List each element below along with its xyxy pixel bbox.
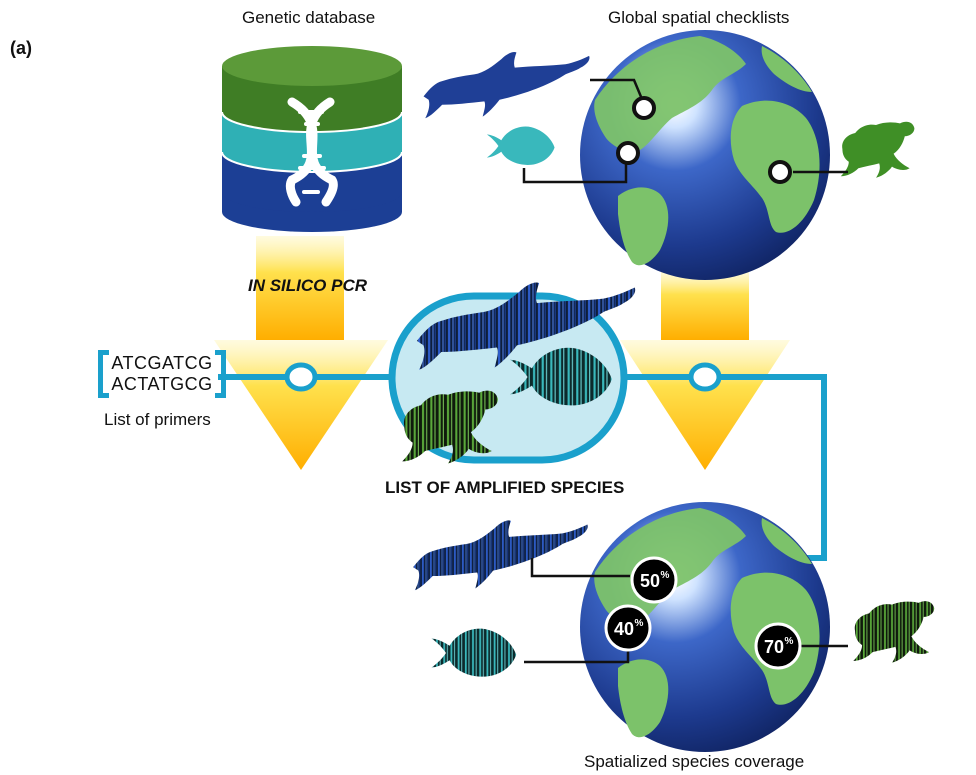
coverage-unit: %: [785, 636, 794, 647]
genetic-database-label: Genetic database: [242, 8, 376, 27]
coverage-value: 70: [764, 637, 784, 657]
fish-icon: [486, 126, 555, 165]
coverage-value: 50: [640, 571, 660, 591]
frog-barcode-bottom-icon: [853, 601, 935, 663]
pointer-lines-top: [522, 78, 848, 184]
marker-icon: [632, 96, 656, 120]
coverage-unit: %: [661, 570, 670, 581]
panel-label: (a): [10, 38, 32, 58]
valve-left-icon: [284, 362, 318, 392]
coverage-badge-dolphin: 50 %: [630, 556, 678, 604]
coverage-badge-fish: 40 %: [604, 604, 652, 652]
dolphin-barcode-bottom-icon: [413, 520, 588, 591]
primers-list-label: List of primers: [104, 410, 211, 429]
dolphin-icon: [423, 52, 590, 119]
marker-icon: [768, 160, 792, 184]
in-silico-pcr-label: IN SILICO PCR: [248, 276, 368, 295]
primer-sequence: ACTATGCG: [111, 374, 213, 394]
coverage-badge-frog: 70 %: [754, 622, 802, 670]
primer-sequence: ATCGATCG: [111, 353, 213, 373]
coverage-value: 40: [614, 619, 634, 639]
database-icon: [221, 46, 403, 232]
primers-bracket: ATCGATCG ACTATGCG: [98, 350, 226, 398]
global-checklists-label: Global spatial checklists: [608, 8, 790, 27]
dna-icon: [285, 97, 338, 207]
amplified-species-capsule: [388, 282, 636, 464]
funnel-arrow-right: [620, 270, 790, 470]
spatial-coverage-label: Spatialized species coverage: [584, 752, 805, 771]
location-markers-top: [616, 96, 792, 184]
marker-icon: [616, 141, 640, 165]
funnel-arrow-left: [214, 236, 388, 470]
fish-barcode-bottom-icon: [431, 628, 517, 677]
coverage-unit: %: [635, 618, 644, 629]
amplified-species-label: LIST OF AMPLIFIED SPECIES: [385, 478, 625, 497]
valve-right-icon: [688, 362, 722, 392]
frog-icon: [840, 121, 915, 178]
